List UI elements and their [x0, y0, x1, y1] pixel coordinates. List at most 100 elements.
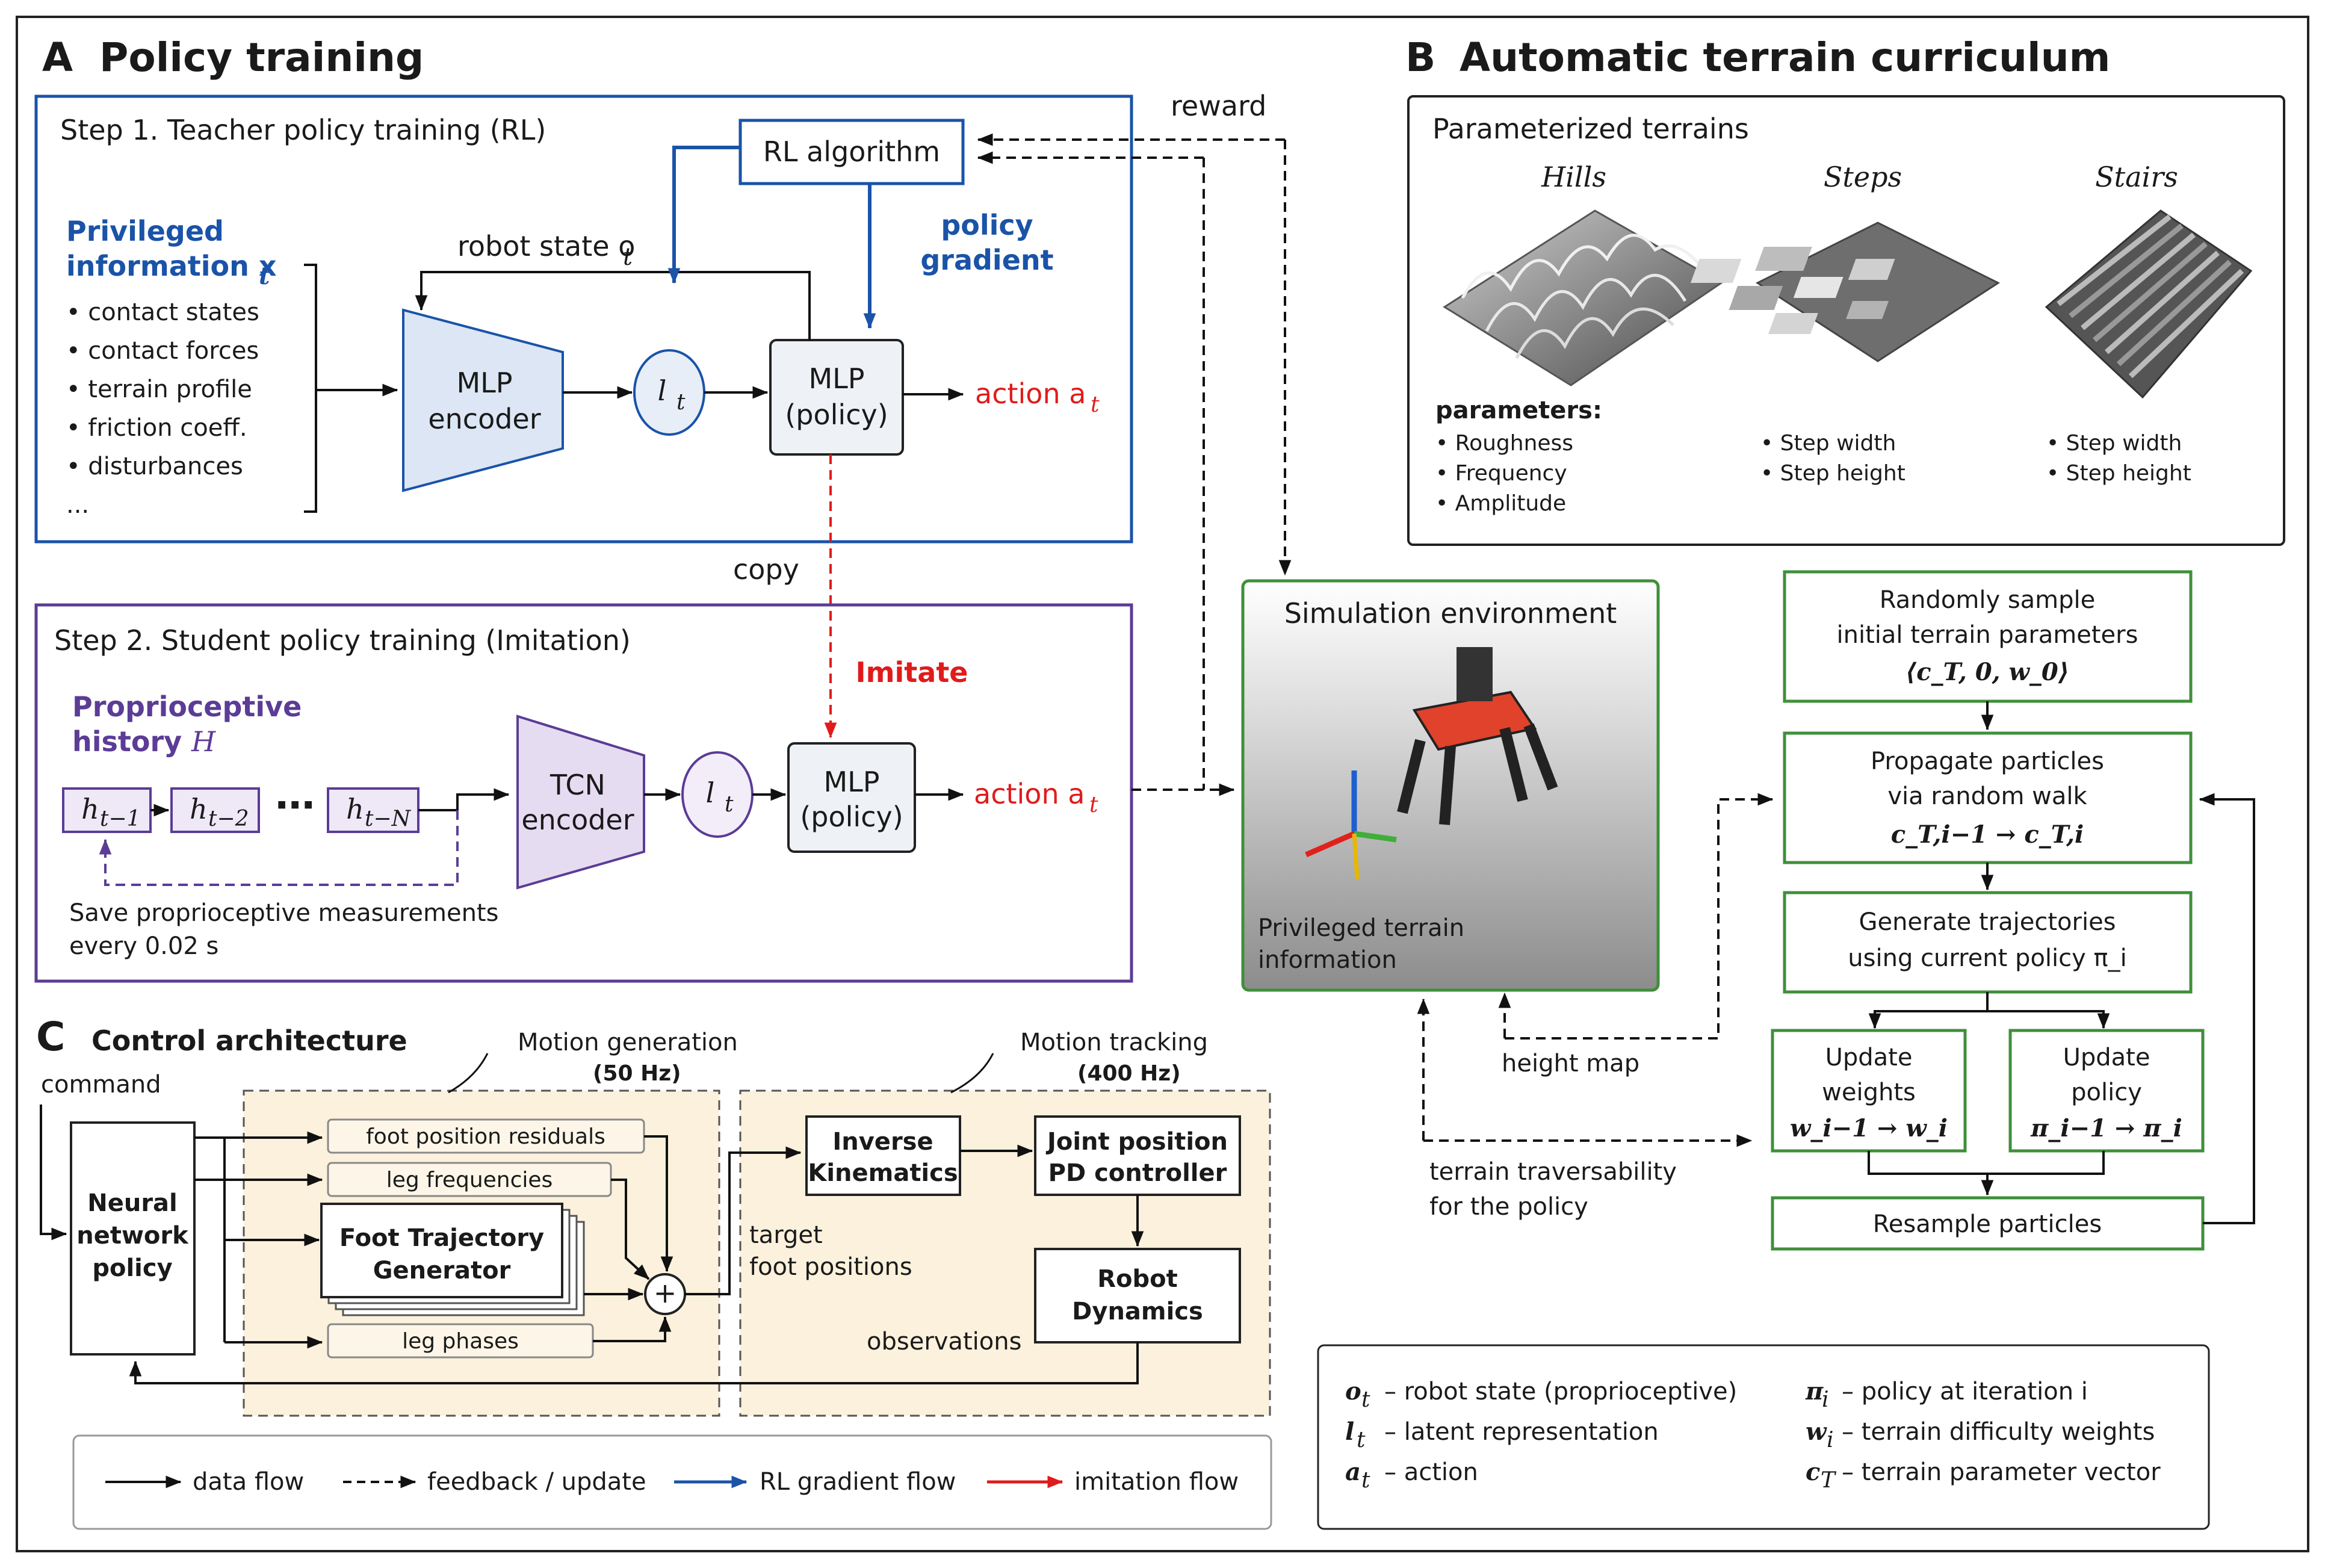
privileged-title-2: information x	[66, 250, 277, 282]
proprio-title-2: history	[72, 725, 182, 758]
tcn-encoder-shape	[516, 714, 645, 890]
motion-track-callout	[950, 1053, 994, 1094]
steps-terrain-image	[1690, 222, 2001, 362]
robot-state-sub: t	[623, 243, 633, 271]
section-b-letter: B	[1405, 34, 1435, 81]
motion-track-hz: (400 Hz)	[1077, 1061, 1181, 1086]
command-label: command	[41, 1071, 161, 1099]
motion-gen-callout	[448, 1053, 489, 1094]
sim-priv-l1: Privileged terrain	[1258, 914, 1464, 942]
leg-phases-label: leg phases	[402, 1329, 519, 1354]
nota-w-sub: i	[1827, 1428, 1834, 1452]
latent-sub-2: t	[725, 792, 734, 817]
privileged-bracket	[304, 264, 317, 513]
copy-label: copy	[733, 553, 799, 586]
priv-item: ...	[66, 491, 89, 519]
history-3-sub: t−N	[365, 807, 412, 831]
history-box-3	[327, 787, 419, 833]
action-label-1: action a	[975, 377, 1086, 410]
sample-box	[1783, 570, 2193, 703]
upd-p-l3: π_i−1 → π_i	[2030, 1114, 2182, 1142]
proprio-title-1: Proprioceptive	[72, 690, 302, 723]
target-l2: foot positions	[749, 1253, 912, 1281]
mlp-policy-2-l2: (policy)	[800, 801, 903, 833]
stairs-param: • Step height	[2046, 461, 2191, 486]
arrow-command	[40, 1105, 67, 1241]
nota-o: o	[1345, 1377, 1361, 1405]
latent-node-1	[633, 349, 705, 436]
terrain-stairs-label: Stairs	[2095, 161, 2178, 193]
section-c-letter: C	[36, 1014, 65, 1060]
legend-rl-flow: RL gradient flow	[760, 1468, 956, 1496]
simulation-title: Simulation environment	[1284, 597, 1617, 630]
pd-l1: Joint position	[1045, 1128, 1228, 1156]
nota-l-desc: – latent representation	[1384, 1418, 1659, 1446]
update-policy-box	[2008, 1029, 2205, 1153]
history-1-sub: t−1	[100, 807, 141, 831]
terrain-steps-label: Steps	[1824, 161, 1902, 193]
stairs-param: • Step width	[2046, 431, 2182, 456]
nota-a: a	[1345, 1458, 1361, 1486]
nota-w: w	[1806, 1418, 1827, 1446]
rd-l2: Dynamics	[1072, 1298, 1203, 1325]
rl-algorithm-label: RL algorithm	[763, 135, 940, 168]
mlp-policy-2-l1: MLP	[823, 766, 879, 798]
steps-param: • Step height	[1760, 461, 1906, 486]
prop-l3: c_T,i−1 → c_T,i	[1891, 820, 2084, 849]
trav-l1: terrain traversability	[1429, 1158, 1677, 1186]
sample-l2: initial terrain parameters	[1837, 621, 2138, 649]
mlp-policy-1-l1: MLP	[808, 362, 864, 395]
mlp-encoder-l1: MLP	[456, 367, 512, 399]
arrow-freq-to-sum	[611, 1179, 650, 1280]
step2-title: Step 2. Student policy training (Imitati…	[54, 624, 631, 657]
reward-label: reward	[1171, 90, 1266, 122]
target-l1: target	[749, 1221, 823, 1249]
nota-w-desc: – terrain difficulty weights	[1842, 1418, 2155, 1446]
action-sub-1: t	[1091, 392, 1100, 417]
arrow-sum-to-ik	[685, 1146, 802, 1295]
latent-sub-1: t	[676, 390, 686, 415]
legend-box	[72, 1434, 1272, 1530]
mlp-encoder-l2: encoder	[428, 403, 540, 435]
generate-box	[1783, 891, 2193, 994]
notation-right: π i – policy at iteration i w i – terrai…	[1805, 1377, 2161, 1493]
stairs-terrain-image	[2045, 209, 2253, 399]
neural-network-policy-box	[70, 1121, 196, 1356]
hills-param: • Frequency	[1435, 461, 1567, 486]
policy-gradient-l1: policy	[941, 209, 1033, 241]
latent-label-1: l	[658, 374, 667, 407]
arrow-res-to-sum	[644, 1135, 673, 1272]
arrow-save-loop	[99, 810, 459, 886]
motion-gen-hz: (50 Hz)	[593, 1061, 681, 1086]
hills-param: • Roughness	[1435, 431, 1573, 456]
history-box-2	[170, 787, 260, 833]
nn-l1: Neural	[87, 1189, 178, 1217]
notation-left: o t – robot state (proprioceptive) l t –…	[1345, 1377, 1737, 1493]
coordinate-axes-icon	[1305, 770, 1397, 879]
rl-algorithm-box	[738, 119, 965, 185]
save-note-1: Save proprioceptive measurements	[69, 899, 498, 927]
nota-pi-sub: i	[1822, 1387, 1829, 1412]
arrow-robot-state-loop	[415, 271, 811, 340]
sim-priv-l2: information	[1258, 946, 1397, 974]
arrow-observations-feedback	[129, 1342, 1139, 1384]
leg-freq-label: leg frequencies	[386, 1168, 553, 1192]
ik-l1: Inverse	[832, 1128, 933, 1156]
legend-feedback: feedback / update	[427, 1468, 646, 1496]
ftg-l1: Foot Trajectory	[339, 1224, 544, 1252]
height-map-label: height map	[1502, 1050, 1639, 1077]
mlp-policy-1-l2: (policy)	[785, 398, 888, 431]
legend-imitation-flow: imitation flow	[1074, 1468, 1239, 1496]
latent-label-2: l	[706, 776, 715, 809]
nn-l2: network	[76, 1222, 189, 1250]
hills-terrain-image	[1443, 209, 1723, 386]
motion-track-label: Motion tracking	[1020, 1029, 1208, 1056]
robot-image	[1397, 647, 1558, 825]
nota-a-sub: t	[1361, 1468, 1370, 1493]
resample-box	[1771, 1196, 2205, 1251]
priv-item: • contact states	[66, 299, 259, 326]
ftg-l2: Generator	[373, 1257, 511, 1284]
latent-node-2	[681, 751, 754, 838]
